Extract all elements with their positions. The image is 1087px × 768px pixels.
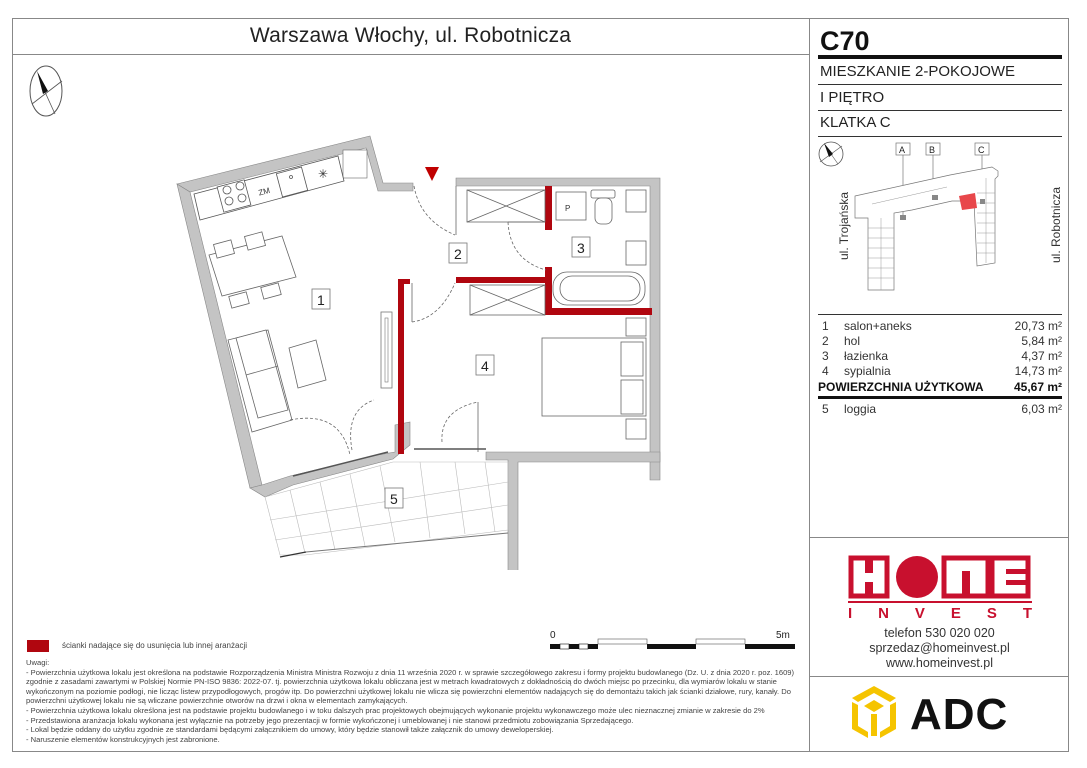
removable-wall-swatch <box>27 640 49 652</box>
note-item: - Powierzchnia użytkowa lokalu jest okre… <box>26 667 795 706</box>
scale-start: 0 <box>550 630 556 641</box>
extractor-icon: ✳ <box>318 167 328 181</box>
divider <box>818 55 1062 59</box>
apartment-floor: I PIĘTRO <box>820 89 885 106</box>
note-item: - Powierzchnia użytkowa lokalu określona… <box>26 705 765 715</box>
apartment-code: C70 <box>820 26 870 56</box>
floor-plan: ZM ✳ P <box>176 135 661 570</box>
contact-phone: telefon 530 020 020 <box>884 626 995 640</box>
room-label-5: 5 <box>390 491 398 507</box>
room-label-4: 4 <box>481 358 489 374</box>
room-label-2: 2 <box>454 246 462 262</box>
divider <box>818 396 1062 399</box>
divider <box>818 314 1062 315</box>
table-row: 3 łazienka 4,37 m² <box>822 348 1062 363</box>
divider <box>818 84 1062 85</box>
page-title: Warszawa Włochy, ul. Robotnicza <box>12 18 809 55</box>
drawing-frame <box>12 18 1069 752</box>
apartment-highlight <box>959 193 977 210</box>
staircase-c-label: C <box>978 145 985 155</box>
note-item: - Lokal będzie oddany do użytku zgodnie … <box>26 725 554 735</box>
notes-section: Uwagi: - Powierzchnia użytkowa lokalu je… <box>26 658 806 744</box>
site-plan: A B C ul. Trojańska ul. Robotnicza <box>818 141 1063 291</box>
apartment-staircase: KLATKA C <box>820 114 891 131</box>
notes-heading: Uwagi: <box>26 658 50 667</box>
divider <box>810 676 1069 677</box>
contact-email[interactable]: sprzedaz@homeinvest.pl <box>869 641 1010 655</box>
total-area-row: POWIERZCHNIA UŻYTKOWA 45,67 m² <box>818 380 1062 394</box>
site-compass-icon <box>818 141 844 167</box>
home-invest-wordmark: I N V E S T <box>848 605 1032 620</box>
legend-label: ścianki nadające się do usunięcia lub in… <box>62 641 248 650</box>
divider <box>810 537 1069 538</box>
scale-bar <box>550 638 795 650</box>
adc-logo-icon <box>852 686 896 738</box>
apartment-type: MIESZKANIE 2-POKOJOWE <box>820 63 1016 80</box>
toilet-box-label: P <box>565 204 570 213</box>
divider <box>818 136 1062 137</box>
fridge-label: ZM <box>257 186 271 198</box>
room-area-table: 1 salon+aneks 20,73 m² 2 hol 5,84 m² 3 ł… <box>818 318 1062 416</box>
compass-icon <box>29 65 63 117</box>
street-right-label: ul. Robotnicza <box>1049 187 1063 263</box>
divider <box>818 110 1062 111</box>
table-row: 5 loggia 6,03 m² <box>822 401 1062 416</box>
room-label-1: 1 <box>317 292 325 308</box>
panel-divider <box>809 18 810 752</box>
note-item: - Przedstawiona aranżacja lokalu wykonan… <box>26 715 634 725</box>
scale-end: 5m <box>776 630 790 641</box>
street-left-label: ul. Trojańska <box>837 192 851 260</box>
contact-website[interactable]: www.homeinvest.pl <box>886 656 993 670</box>
adc-wordmark: ADC <box>910 690 1009 739</box>
table-row: 4 sypialnia 14,73 m² <box>822 363 1062 378</box>
home-invest-logo: I N V E S T <box>848 555 1032 620</box>
staircase-a-label: A <box>899 145 905 155</box>
entrance-marker-icon <box>425 167 439 181</box>
staircase-b-label: B <box>929 145 935 155</box>
room-label-3: 3 <box>577 240 585 256</box>
table-row: 2 hol 5,84 m² <box>822 333 1062 348</box>
table-row: 1 salon+aneks 20,73 m² <box>822 318 1062 333</box>
note-item: - Naruszenie elementów konstrukcyjnych j… <box>26 734 220 744</box>
